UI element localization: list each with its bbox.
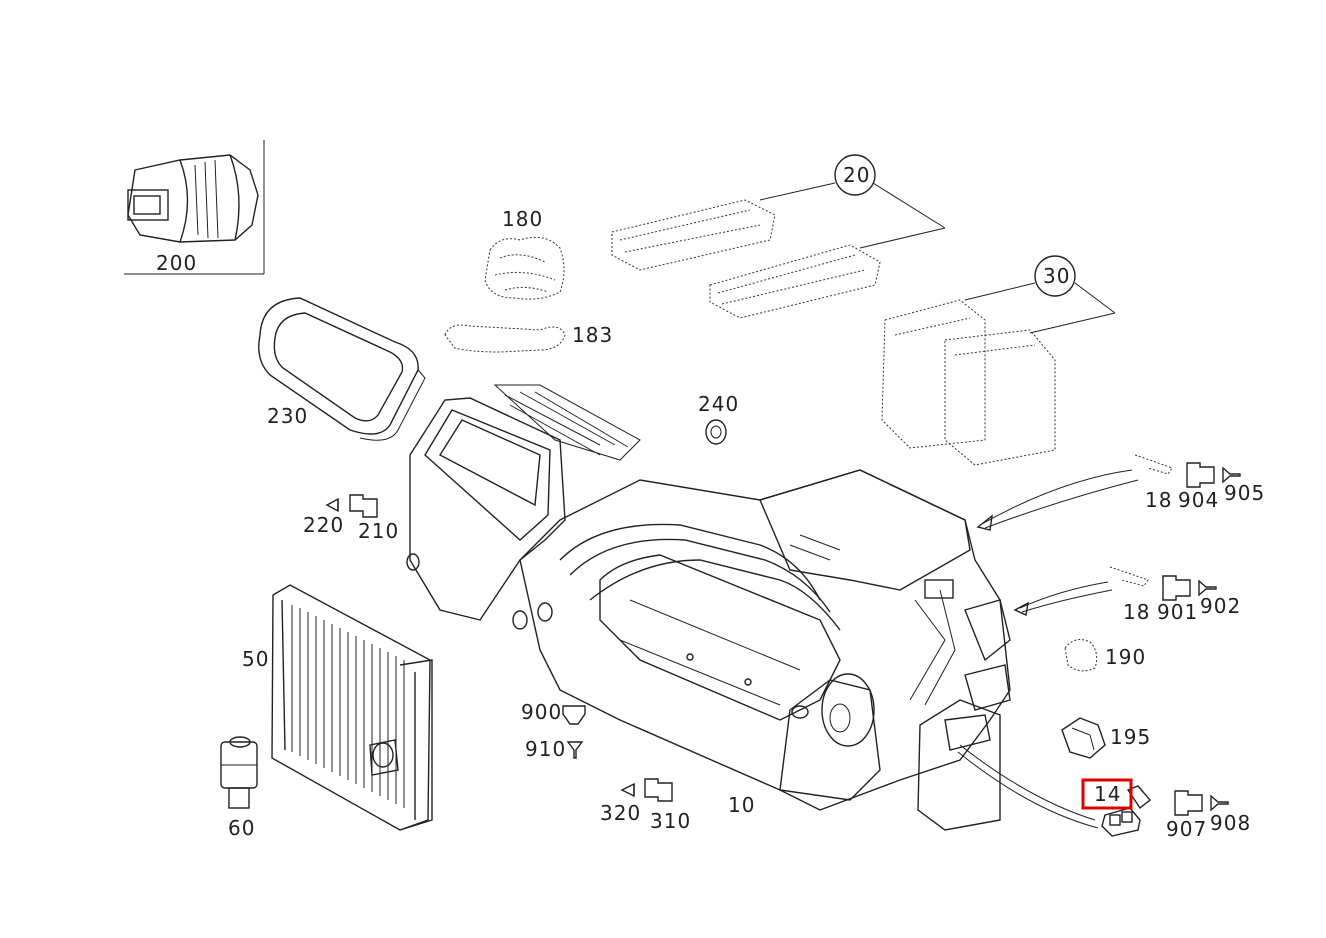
- part-200-blower-motor[interactable]: [124, 140, 265, 275]
- arrow-to-housing-a: [976, 469, 1139, 531]
- label-14[interactable]: 14: [1094, 782, 1121, 806]
- label-10: 10: [728, 793, 755, 817]
- part-907-connector[interactable]: [1174, 790, 1203, 816]
- label-60: 60: [228, 816, 255, 840]
- part-20-filters[interactable]: [611, 199, 881, 319]
- highlight-box-14: [1081, 778, 1133, 810]
- label-190: 190: [1105, 645, 1146, 669]
- label-200: 200: [156, 251, 197, 275]
- label-195: 195: [1110, 725, 1151, 749]
- part-30-housing-covers[interactable]: [881, 299, 1056, 466]
- label-900: 900: [521, 700, 562, 724]
- part-905-clip[interactable]: [1222, 466, 1241, 484]
- label-230: 230: [267, 404, 308, 428]
- part-230-seal-frame[interactable]: [258, 297, 426, 441]
- callout-30-circle[interactable]: [1034, 255, 1076, 297]
- part-320-clip[interactable]: [620, 782, 635, 798]
- part-18-sensor-a[interactable]: [1134, 454, 1173, 475]
- part-910-screw[interactable]: [566, 741, 584, 759]
- part-908-clip[interactable]: [1210, 794, 1229, 812]
- part-310-connector[interactable]: [644, 778, 673, 802]
- part-60-expansion-valve[interactable]: [220, 736, 258, 809]
- label-180: 180: [502, 207, 543, 231]
- part-220-clip[interactable]: [325, 497, 339, 513]
- label-310: 310: [650, 809, 691, 833]
- part-195-actuator[interactable]: [1061, 717, 1106, 759]
- label-220: 220: [303, 513, 344, 537]
- label-240: 240: [698, 392, 739, 416]
- part-210-connector[interactable]: [349, 494, 378, 518]
- part-902-clip[interactable]: [1198, 579, 1217, 597]
- callout-30: 30: [1043, 264, 1070, 288]
- part-240-grommet[interactable]: [705, 419, 727, 445]
- label-901: 901: [1157, 600, 1198, 624]
- callout-20: 20: [843, 163, 870, 187]
- label-907: 907: [1166, 817, 1207, 841]
- arrow-to-housing-b: [1013, 581, 1113, 617]
- callout-20-circle[interactable]: [834, 154, 876, 196]
- label-910: 910: [525, 737, 566, 761]
- label-18b: 18: [1123, 600, 1150, 624]
- label-18a: 18: [1145, 488, 1172, 512]
- part-18-sensor-b[interactable]: [1109, 566, 1149, 587]
- label-210: 210: [358, 519, 399, 543]
- part-183-seal[interactable]: [444, 324, 566, 353]
- label-902: 902: [1200, 594, 1241, 618]
- label-320: 320: [600, 801, 641, 825]
- label-183: 183: [572, 323, 613, 347]
- part-901-connector[interactable]: [1162, 575, 1191, 601]
- part-190-grommet[interactable]: [1064, 639, 1098, 672]
- label-50: 50: [242, 647, 269, 671]
- arrow-to-housing-c: [957, 744, 1099, 829]
- part-904-connector[interactable]: [1186, 462, 1215, 488]
- part-50-evaporator[interactable]: [271, 584, 433, 831]
- part-180-foam[interactable]: [484, 236, 565, 300]
- label-904: 904: [1178, 488, 1219, 512]
- part-900-nut[interactable]: [562, 705, 586, 725]
- label-908: 908: [1210, 811, 1251, 835]
- part-10-hvac-housing[interactable]: [406, 384, 1011, 831]
- label-905: 905: [1224, 481, 1265, 505]
